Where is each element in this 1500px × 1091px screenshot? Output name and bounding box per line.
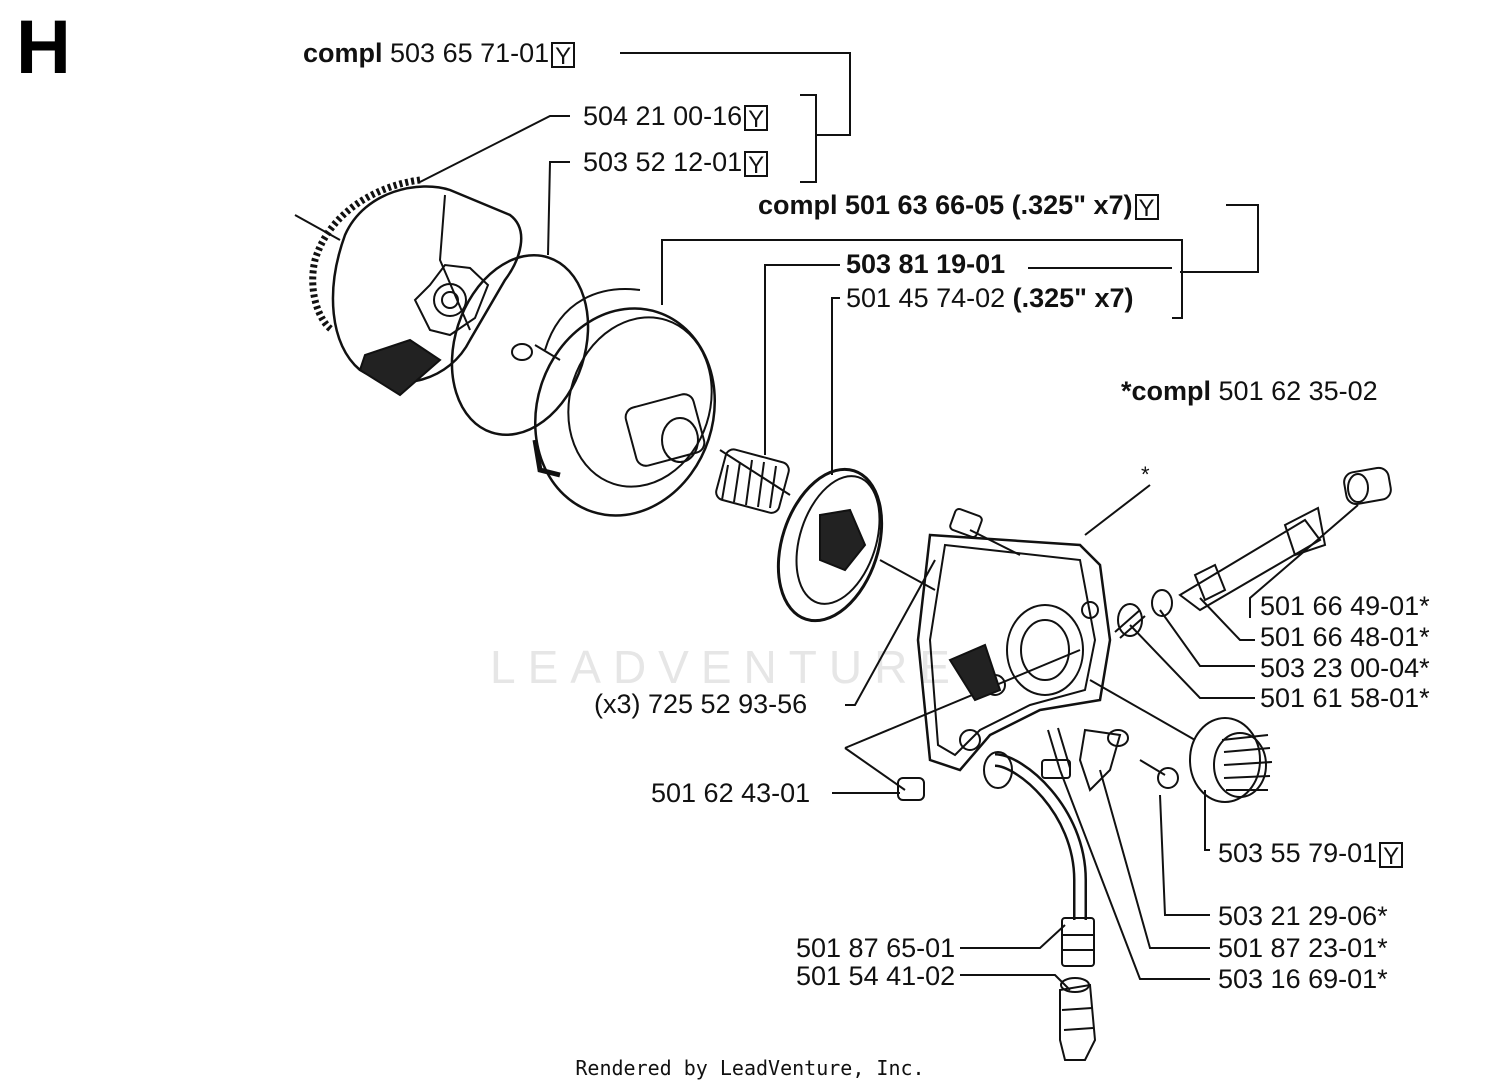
adjusting-bushing bbox=[1189, 717, 1273, 803]
part-label-rim-sprocket: 501 45 74-02 (.325" x7) bbox=[846, 283, 1134, 313]
leader-lines bbox=[294, 52, 1359, 991]
part-label-screw-x3: (x3) 725 52 93-56 bbox=[594, 689, 808, 719]
section-letter: H bbox=[16, 5, 71, 90]
part-label-washer: 501 61 58-01* bbox=[1260, 683, 1430, 713]
y-flag: Y bbox=[1379, 841, 1404, 869]
part-label-clutch-drum-assembly: compl 501 63 66-05 (.325" x7)Y bbox=[758, 190, 1159, 221]
y-flag: Y bbox=[744, 104, 769, 132]
clutch-drum bbox=[532, 288, 717, 517]
rim-sprocket bbox=[776, 467, 884, 623]
oil-strainer bbox=[1059, 977, 1097, 1061]
clutch-shoe bbox=[331, 185, 523, 397]
part-label-plug: 501 62 43-01 bbox=[651, 778, 811, 808]
small-hardware bbox=[897, 466, 1392, 801]
part-label-oil-filter: 501 54 41-02 bbox=[796, 961, 956, 991]
watermark: LEADVENTURE bbox=[490, 641, 962, 693]
footer-credit: Rendered by LeadVenture, Inc. bbox=[575, 1056, 925, 1080]
part-label-needle-bearing: 503 81 19-01 bbox=[846, 249, 1006, 279]
needle-bearing bbox=[715, 448, 790, 514]
part-label-pump-shaft: 501 66 48-01* bbox=[1260, 622, 1430, 652]
clutch-cover-plate bbox=[450, 253, 590, 437]
y-flag: Y bbox=[1134, 193, 1159, 221]
part-label-oil-hose: 501 87 65-01 bbox=[796, 933, 956, 963]
part-label-pump-spring: 503 23 00-04* bbox=[1260, 653, 1430, 683]
asterisk-marker: * bbox=[1141, 462, 1150, 487]
part-label-oil-pump-assembly: *compl 501 62 35-02 bbox=[1121, 376, 1378, 406]
oil-pump-body bbox=[916, 533, 1112, 772]
y-flag: Y bbox=[744, 150, 769, 178]
part-label-clamp: 501 87 23-01* bbox=[1218, 933, 1388, 963]
part-label-screw: 503 21 29-06* bbox=[1218, 901, 1388, 931]
part-label-pump-cap: 501 66 49-01* bbox=[1260, 591, 1430, 621]
y-flag: Y bbox=[551, 41, 576, 69]
clutch-spring bbox=[309, 176, 421, 333]
part-label-nipple: 503 16 69-01* bbox=[1218, 964, 1388, 994]
oil-suction-pipe bbox=[983, 751, 1095, 967]
